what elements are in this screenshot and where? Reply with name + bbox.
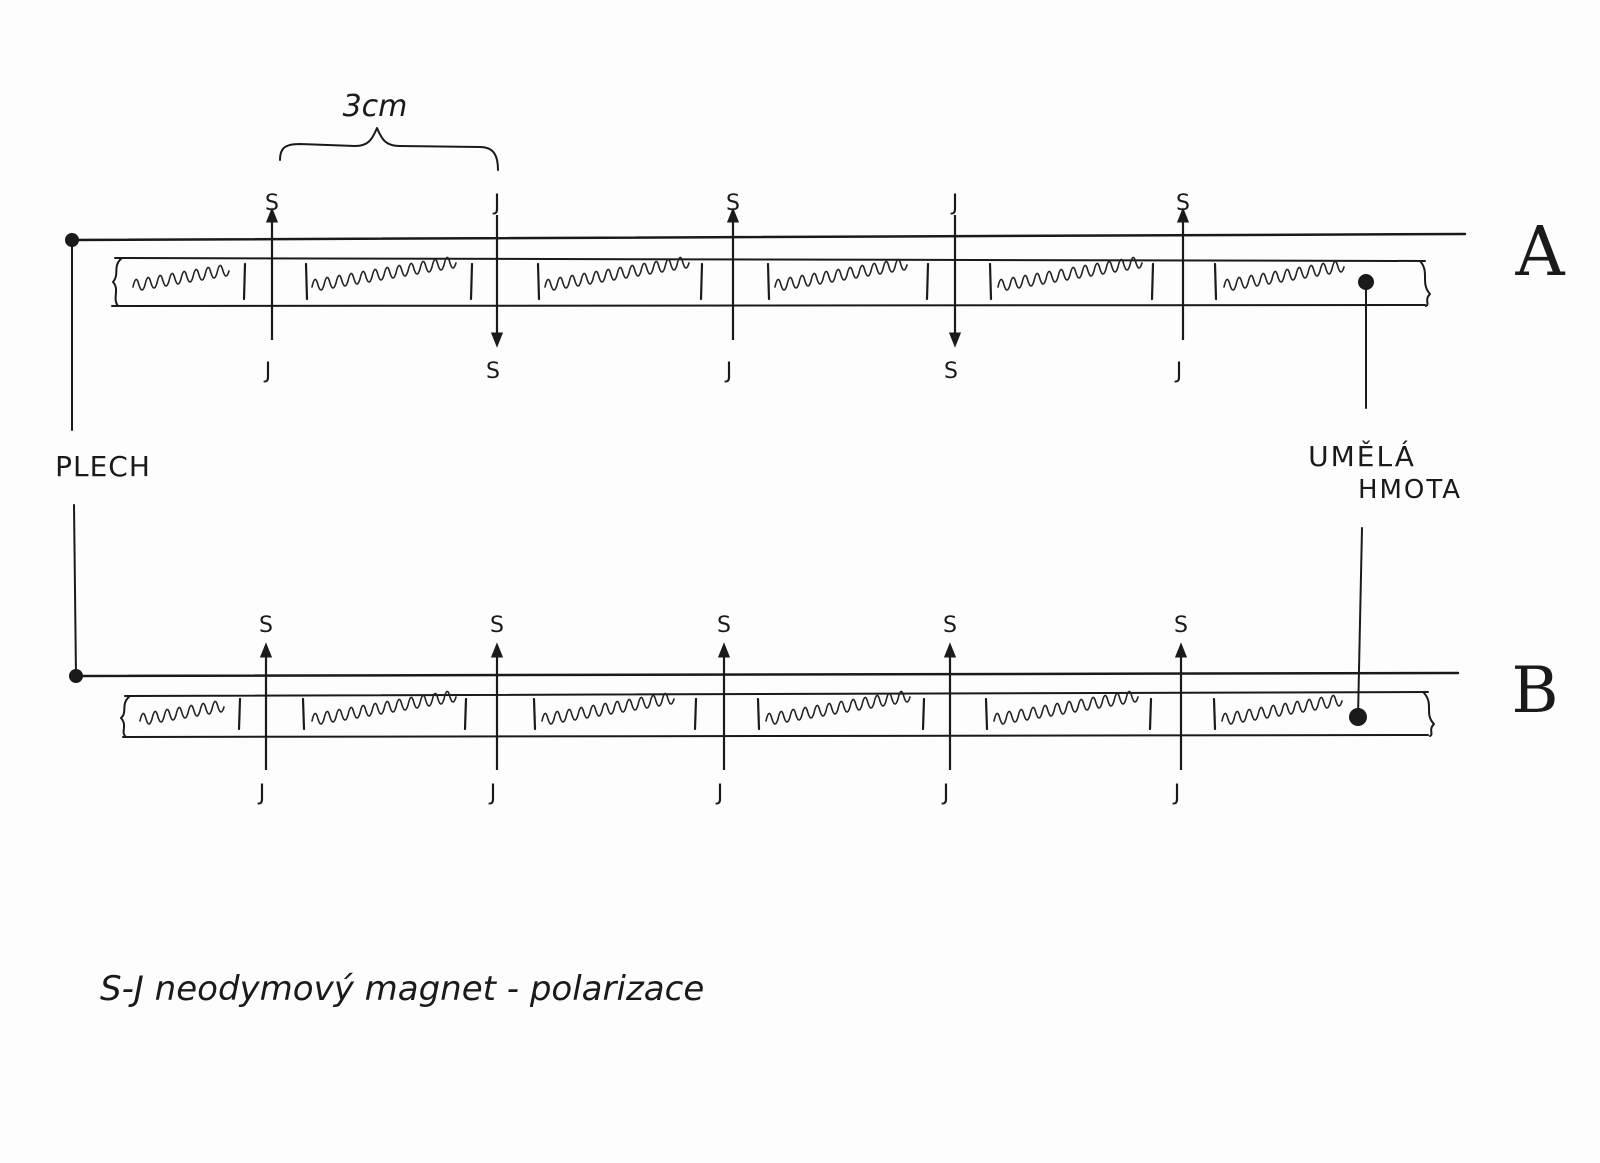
plastic-strip-a-top [114, 257, 1426, 262]
cell-separator [925, 262, 930, 301]
pole-label-top: S [1176, 191, 1190, 216]
cell-separator [1212, 697, 1217, 731]
magnet-pole: SJ [263, 191, 279, 384]
metal-sheet-a [70, 232, 1467, 242]
dimension-label: 3cm [343, 89, 408, 124]
plastic-fill-scribble [774, 258, 908, 291]
dimension-brace [279, 127, 499, 171]
pole-label-bottom: S [944, 359, 958, 384]
row-b-separators [237, 697, 1217, 731]
cell-separator [693, 697, 698, 731]
plastic-fill-scribble [1223, 260, 1345, 291]
pole-label-top: J [950, 191, 959, 216]
plastic-strip-b-bottom [122, 734, 1429, 738]
metal-sheet-leader-lower [73, 504, 77, 677]
metal-sheet-b [74, 671, 1460, 678]
pole-label-bottom: J [1172, 781, 1181, 806]
plastic-fill-scribble [541, 692, 675, 725]
strip-a-left-break [112, 257, 123, 307]
magnet-pole: SJ [715, 613, 731, 806]
pole-label-top: S [717, 613, 731, 638]
plastic-label-line2: HMOTA [1358, 475, 1462, 505]
pole-label-top: S [726, 191, 740, 216]
cell-separator [463, 697, 468, 731]
pole-label-bottom: J [257, 781, 266, 806]
magnet-pole: SJ [724, 191, 740, 384]
plastic-fill-scribble [993, 690, 1139, 725]
row-b-scribbles [139, 690, 1343, 725]
magnet-pole: SJ [488, 613, 504, 806]
pole-label-top: S [259, 613, 273, 638]
pole-label-top: S [943, 613, 957, 638]
magnet-pole: SJ [1172, 613, 1188, 806]
cell-separator [242, 262, 247, 301]
cell-separator [766, 262, 771, 301]
cell-separator [536, 262, 541, 301]
strip-b-left-break [120, 695, 131, 738]
dimension-annotation: 3cm [279, 89, 499, 171]
metal-sheet-callout: PLECH [55, 239, 151, 677]
plastic-fill-scribble [1221, 694, 1343, 725]
pole-label-top: S [490, 613, 504, 638]
plastic-strip-b-top [124, 691, 1429, 697]
magnet-pole: SJ [1174, 191, 1190, 384]
plastic-fill-scribble [765, 690, 911, 725]
plastic-callout: UMĚLÁ HMOTA [1308, 281, 1462, 718]
cell-separator [699, 262, 704, 301]
magnet-pole: SJ [257, 613, 273, 806]
magnet-pole: JS [944, 191, 962, 384]
plastic-fill-scribble [132, 264, 230, 291]
strip-a-right-break [1419, 260, 1431, 307]
pole-label-bottom: J [715, 781, 724, 806]
row-a-scribbles [132, 256, 1345, 291]
pole-label-top: J [492, 191, 501, 216]
cell-separator [301, 697, 306, 731]
cell-separator [756, 697, 761, 731]
cell-separator [1148, 697, 1153, 731]
strip-b-right-break [1423, 692, 1435, 737]
magnet-pole: SJ [941, 613, 957, 806]
metal-sheet-label: PLECH [55, 450, 151, 483]
cell-separator [984, 697, 989, 731]
magnet-pole: JS [486, 191, 504, 384]
plastic-strip-a-bottom [111, 304, 1426, 307]
plastic-label-line1: UMĚLÁ [1308, 439, 1416, 473]
pole-label-top: S [265, 191, 279, 216]
cell-separator [532, 697, 537, 731]
plastic-fill-scribble [311, 690, 457, 725]
cell-separator [469, 262, 474, 301]
row-a-separators [242, 262, 1218, 301]
cell-separator [921, 697, 926, 731]
plastic-fill-scribble [139, 700, 225, 725]
pole-label-bottom: S [486, 359, 500, 384]
legend-text: S-J neodymový magnet - polarizace [100, 969, 704, 1009]
pole-label-bottom: J [1174, 359, 1183, 384]
plastic-fill-scribble [544, 256, 690, 291]
plastic-leader-lower [1357, 527, 1363, 718]
pole-label-bottom: J [941, 781, 950, 806]
pole-label-top: S [1174, 613, 1188, 638]
cell-separator [1213, 262, 1218, 301]
plastic-fill-scribble [997, 256, 1143, 291]
cell-separator [1150, 262, 1155, 301]
row-b-label: B [1511, 654, 1558, 728]
cell-separator [988, 262, 993, 301]
plastic-fill-scribble [311, 256, 457, 291]
cell-separator [237, 697, 242, 731]
row-a-label: A [1514, 213, 1565, 292]
pole-label-bottom: J [263, 359, 272, 384]
pole-label-bottom: J [488, 781, 497, 806]
cell-separator [304, 262, 309, 301]
pole-label-bottom: J [724, 359, 733, 384]
